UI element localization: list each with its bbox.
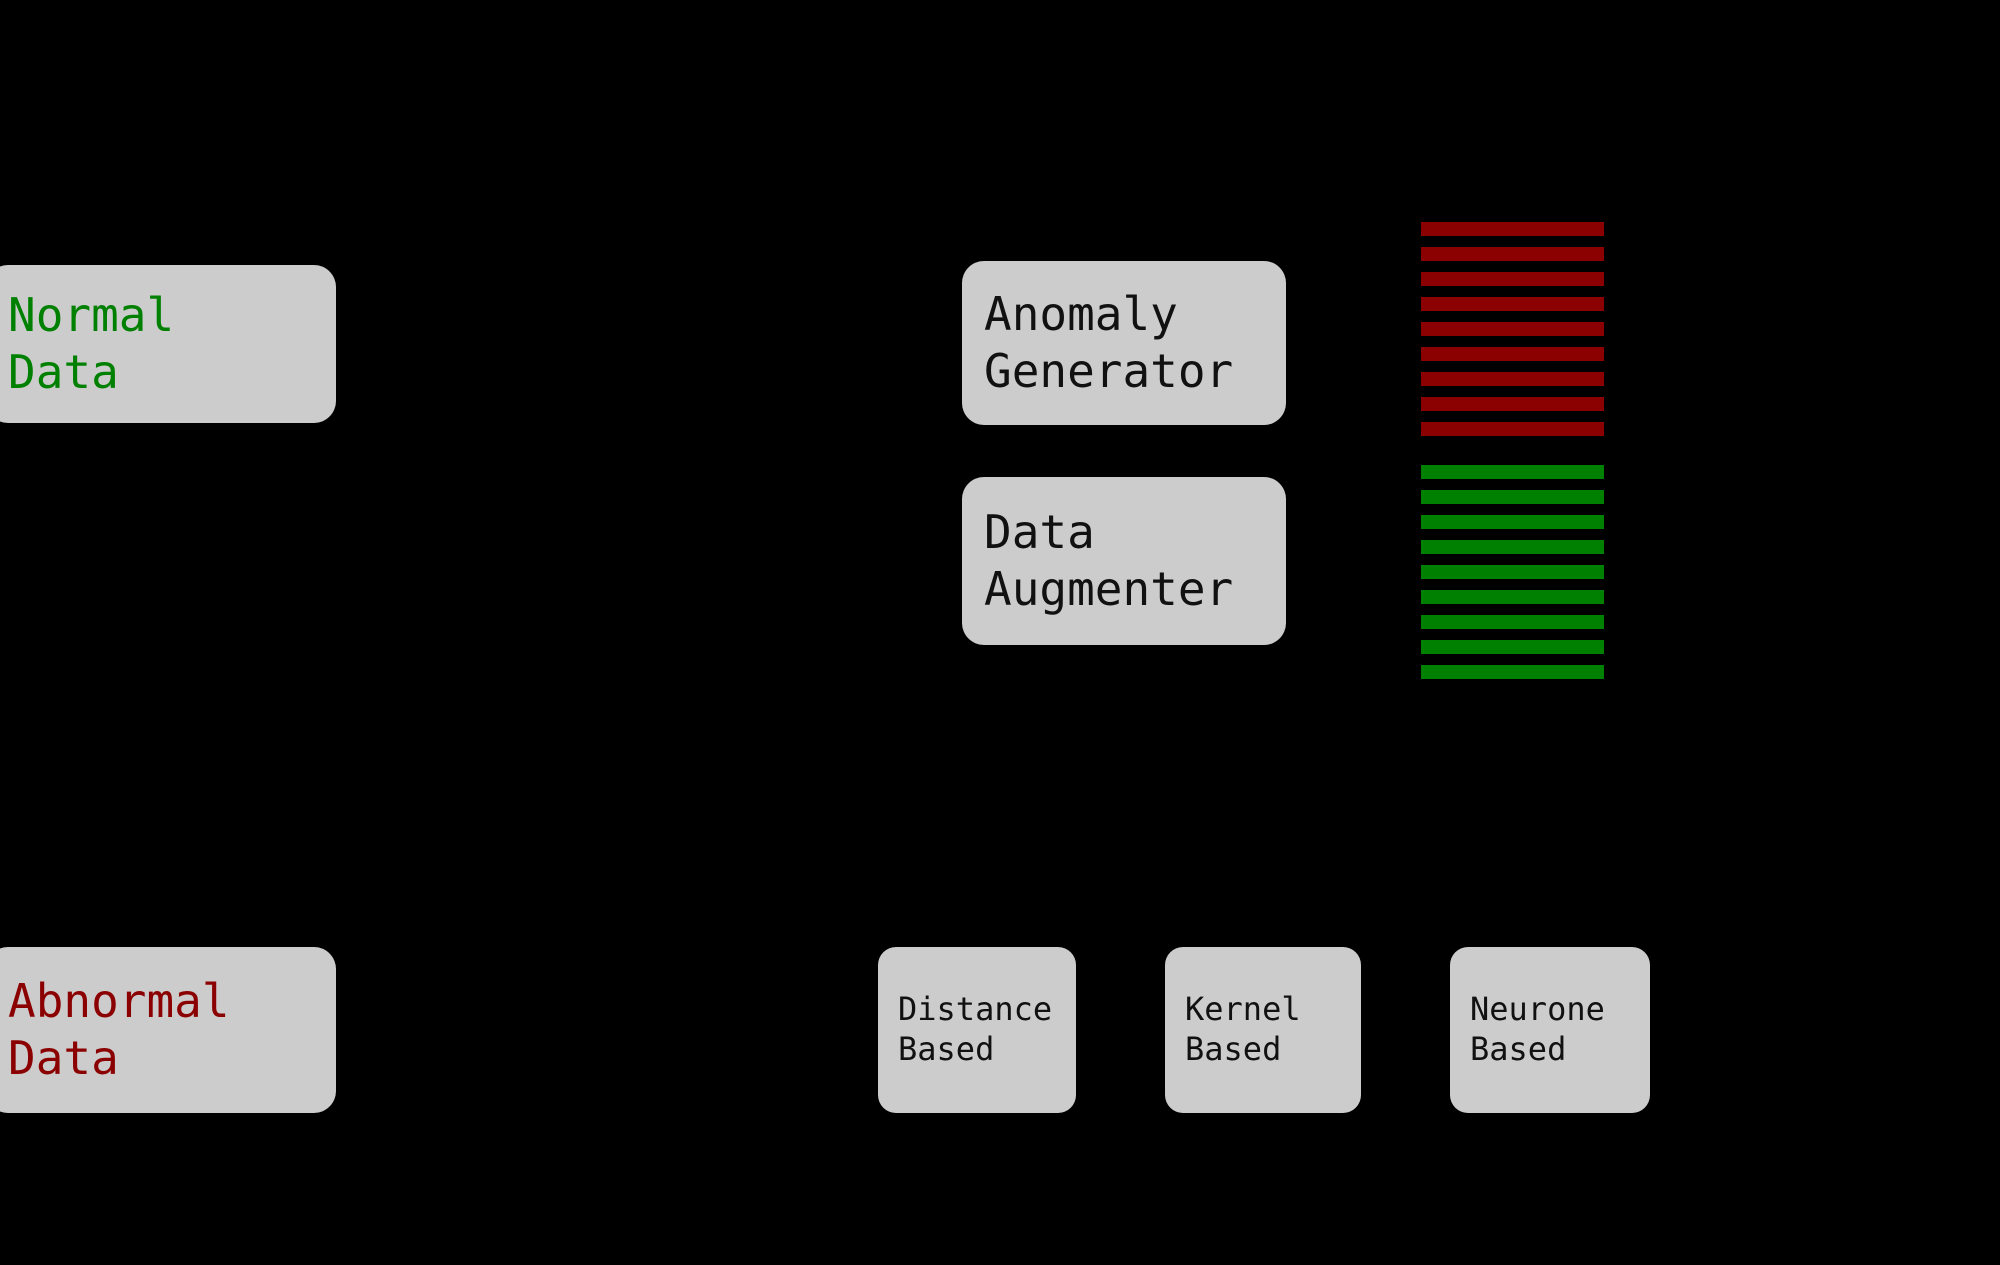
node-anomaly-generator[interactable]: Anomaly Generator	[962, 261, 1286, 425]
chart-bar	[1421, 490, 1604, 504]
node-normal-data[interactable]: Normal Data	[0, 265, 336, 423]
chart-bar	[1421, 297, 1604, 311]
node-kernel-based[interactable]: Kernel Based	[1165, 947, 1361, 1113]
node-distance-based-line1: Distance	[898, 990, 1053, 1029]
chart-bar	[1421, 590, 1604, 604]
chart-bar	[1421, 247, 1604, 261]
chart-bar	[1421, 615, 1604, 629]
node-distance-based[interactable]: Distance Based	[878, 947, 1076, 1113]
node-abnormal-data-line1: Abnormal	[8, 973, 230, 1028]
chart-bar	[1421, 322, 1604, 336]
node-data-augmenter[interactable]: Data Augmenter	[962, 477, 1286, 645]
node-abnormal-data-line2: Data	[8, 1031, 119, 1085]
chart-bar	[1421, 565, 1604, 579]
node-data-augmenter-line1: Data	[984, 504, 1095, 559]
node-neurone-based[interactable]: Neurone Based	[1450, 947, 1650, 1113]
chart-bar	[1421, 347, 1604, 361]
node-anomaly-generator-line2: Generator	[984, 344, 1234, 398]
node-kernel-based-line1: Kernel	[1185, 990, 1301, 1029]
node-abnormal-data[interactable]: Abnormal Data	[0, 947, 336, 1113]
chart-bar	[1421, 372, 1604, 386]
chart-bar	[1421, 640, 1604, 654]
chart-bar	[1421, 272, 1604, 286]
chart-bar	[1421, 465, 1604, 479]
chart-bar	[1421, 422, 1604, 436]
chart-bar	[1421, 540, 1604, 554]
chart-bar	[1421, 397, 1604, 411]
chart-bar	[1421, 515, 1604, 529]
node-data-augmenter-line2: Augmenter	[984, 562, 1234, 616]
node-kernel-based-line2: Based	[1185, 1030, 1282, 1068]
node-normal-data-line2: Data	[8, 345, 119, 399]
chart-bar	[1421, 222, 1604, 236]
node-distance-based-line2: Based	[898, 1030, 995, 1068]
node-neurone-based-line2: Based	[1470, 1030, 1567, 1068]
chart-bar	[1421, 665, 1604, 679]
node-neurone-based-line1: Neurone	[1470, 990, 1605, 1029]
training-set-bar-strip	[1421, 222, 1604, 692]
node-anomaly-generator-line1: Anomaly	[984, 286, 1178, 341]
node-normal-data-line1: Normal	[8, 287, 175, 342]
